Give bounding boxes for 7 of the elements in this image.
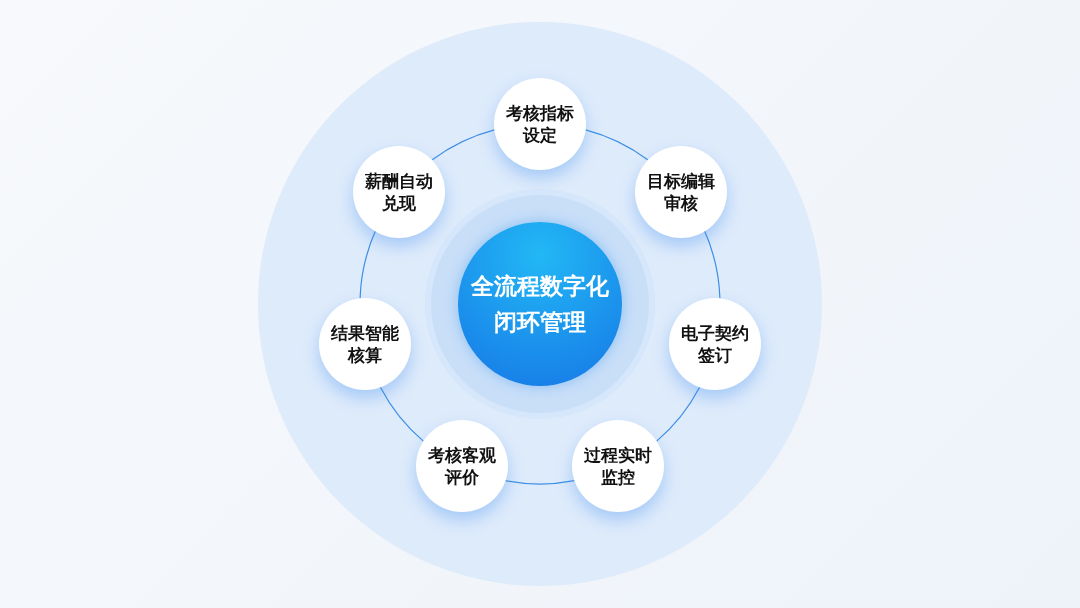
ring-arc: [504, 480, 576, 485]
ring-arc: [379, 386, 424, 442]
ring-arc: [359, 230, 377, 299]
ring-arc: [704, 230, 721, 299]
ring-arc: [431, 129, 495, 161]
ring-arc: [585, 129, 649, 161]
ring-arc: [656, 386, 701, 442]
